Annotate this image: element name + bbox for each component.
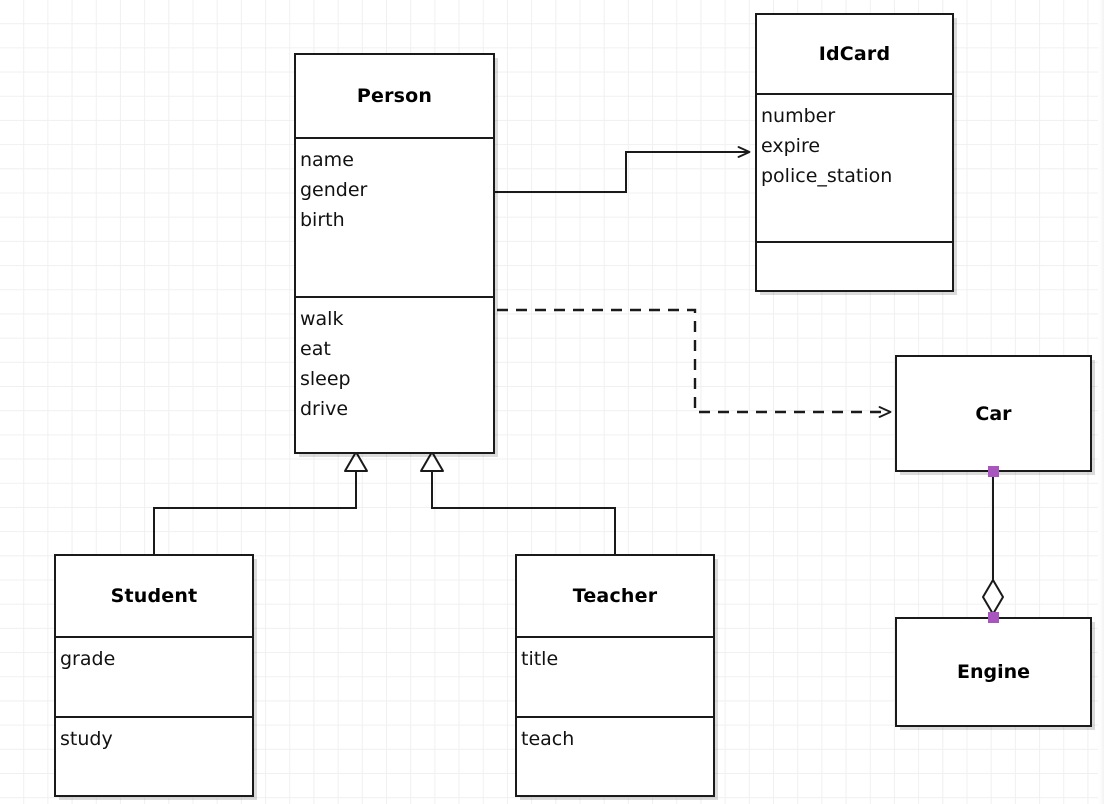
class-name-car: Car	[975, 402, 1012, 425]
attributes-compartment-teacher: title	[517, 636, 713, 716]
class-box-car[interactable]: Car	[895, 355, 1092, 472]
aggregation-diamond	[982, 579, 1004, 615]
attribute-item: grade	[60, 648, 116, 670]
attribute-item: birth	[300, 209, 345, 231]
operations-compartment-student: study	[56, 716, 252, 795]
operations-compartment-person: walk eat sleep drive	[296, 296, 493, 452]
edge-person-idcard	[495, 146, 751, 193]
edge-teacher-person	[420, 451, 616, 554]
edge-endpoint-handle-engine[interactable]	[988, 612, 999, 623]
edge-student-person	[153, 451, 368, 554]
class-box-student[interactable]: Student grade study	[54, 554, 254, 797]
generalization-triangle-student	[344, 451, 368, 472]
operations-compartment-idcard	[757, 241, 952, 290]
operation-item: study	[60, 728, 113, 750]
class-box-idcard[interactable]: IdCard number expire police_station	[755, 13, 954, 292]
class-name-person: Person	[356, 85, 433, 107]
operation-item: drive	[300, 398, 349, 420]
edge-car-engine	[982, 472, 1004, 621]
class-name-engine: Engine	[956, 661, 1031, 683]
attributes-compartment-student: grade	[56, 636, 252, 716]
attribute-item: expire	[761, 135, 821, 157]
operation-item: teach	[521, 728, 575, 750]
attribute-item: number	[761, 105, 836, 127]
attribute-item: gender	[300, 179, 368, 201]
attributes-compartment-idcard: number expire police_station	[757, 93, 952, 241]
class-box-engine[interactable]: Engine	[895, 617, 1092, 727]
class-box-teacher[interactable]: Teacher title teach	[515, 554, 715, 797]
operation-item: eat	[300, 338, 331, 360]
class-name-teacher: Teacher	[572, 585, 658, 607]
operations-compartment-teacher: teach	[517, 716, 713, 795]
edge-person-car	[497, 308, 892, 418]
attributes-compartment-person: name gender birth	[296, 137, 493, 296]
operation-item: walk	[300, 308, 344, 330]
page-right-edge	[1098, 0, 1104, 804]
operation-item: sleep	[300, 368, 351, 390]
attribute-item: name	[300, 149, 354, 171]
edge-endpoint-handle-car[interactable]	[988, 466, 999, 477]
class-name-idcard: IdCard	[818, 43, 891, 65]
class-box-person[interactable]: Person name gender birth walk eat sleep …	[294, 53, 495, 454]
attribute-item: police_station	[761, 165, 893, 187]
generalization-triangle-teacher	[420, 451, 444, 472]
class-name-student: Student	[110, 585, 198, 607]
attribute-item: title	[521, 648, 559, 670]
